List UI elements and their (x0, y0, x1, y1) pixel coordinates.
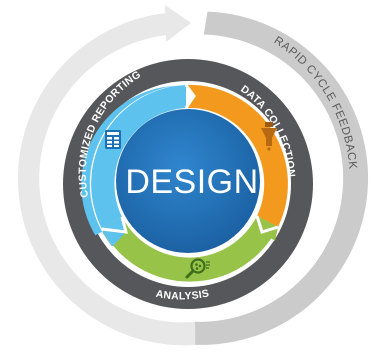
segment-analysis-notch (257, 216, 278, 241)
outer-cycle-arrowhead (165, 5, 191, 42)
center-label: DESIGN (125, 163, 258, 201)
center-circle (116, 109, 260, 253)
outer-cycle-ring (17, 12, 202, 346)
segment-collection-body (195, 85, 288, 227)
segment-reporting (81, 85, 180, 246)
magnifier-icon (185, 258, 210, 279)
funnel-icon (261, 122, 277, 151)
feedback-ring (195, 11, 369, 345)
svg-text:ANALYSIS: ANALYSIS (155, 287, 210, 302)
segment-reporting-body (91, 85, 186, 229)
phase-label-analysis: ANALYSIS (155, 287, 210, 302)
report-grid-icon (105, 130, 121, 149)
segment-analysis-body (102, 216, 278, 282)
